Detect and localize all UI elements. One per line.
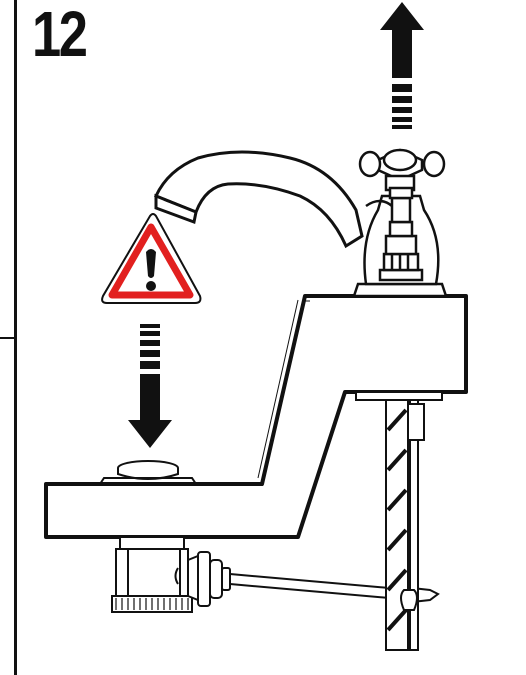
drain-plug — [99, 460, 197, 485]
drain-waste-body — [111, 536, 193, 613]
page-margin-tick — [0, 337, 16, 339]
warning-triangle-icon — [101, 213, 202, 304]
faucet-spout — [153, 150, 364, 249]
cross-handle — [358, 148, 446, 200]
faucet-body — [352, 194, 448, 298]
arrow-up-icon — [380, 2, 424, 129]
lift-rod — [355, 391, 443, 651]
step-number: 12 — [32, 0, 88, 70]
arrow-down-icon — [128, 324, 172, 448]
popup-rod — [187, 551, 440, 607]
